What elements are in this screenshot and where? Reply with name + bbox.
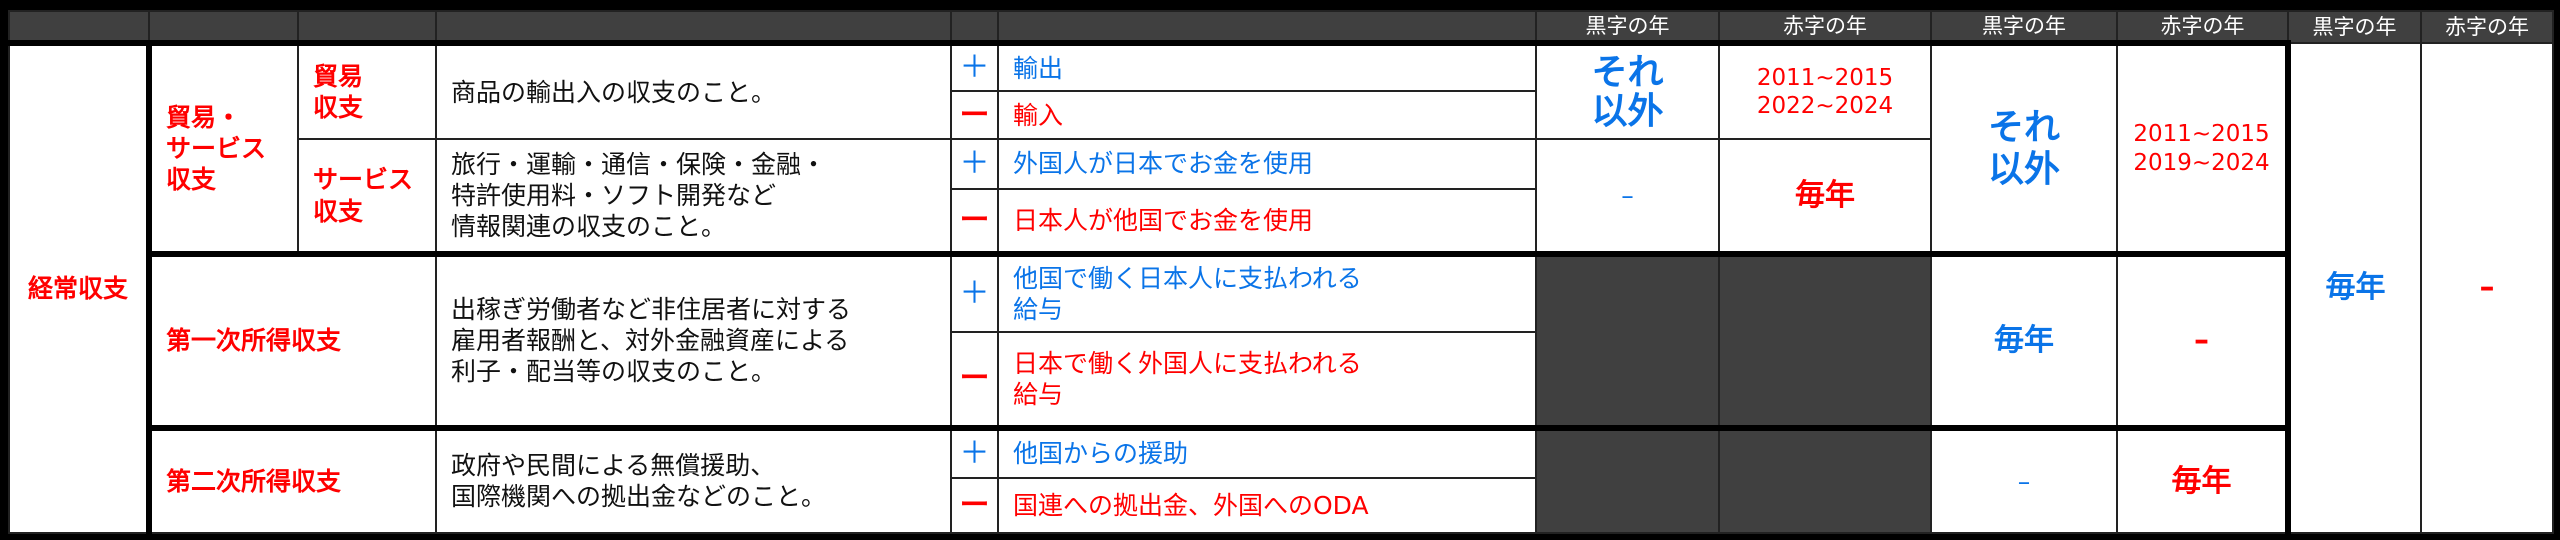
header-row: 黒字の年 赤字の年 黒字の年 赤字の年 黒字の年 赤字の年 [8,9,2554,45]
secondary-plus: 他国からの援助 [997,424,1537,479]
secondary-label: 第二次所得収支 [146,424,437,535]
minus-sign: ー [950,331,999,429]
table-row: ー 日本で働く外国人に支払われる 給与 [9,331,2553,429]
secondary-minus: 国連への拠出金、外国へのODA [997,476,1537,535]
empty-dark-cell [1718,424,1932,535]
secondary-deficit: 毎年 [2116,424,2291,535]
secondary-desc: 政府や民間による無償援助、 国際機関への拠出金などのこと。 [435,424,952,535]
header-deficit-1: 赤字の年 [1718,9,1932,45]
trade-label: 貿易 収支 [297,40,437,141]
primary-surplus: 毎年 [1930,250,2118,429]
empty-dark-cell [1535,424,1720,535]
minus-sign: ー [950,187,999,255]
trade-desc: 商品の輸出入の収支のこと。 [435,40,952,141]
services-deficit: 毎年 [1718,138,1932,255]
primary-label: 第一次所得収支 [146,250,437,429]
plus-sign: ＋ [950,250,999,334]
table-row: ー 国連への拠出金、外国へのODA [9,476,2553,535]
services-plus: 外国人が日本でお金を使用 [997,138,1537,190]
table-row: ー 日本人が他国でお金を使用 [9,187,2553,255]
table-row: サービス 収支 旅行・運輸・通信・保険・金融・ 特許使用料・ソフト開発など 情報… [9,138,2553,255]
total-surplus: 毎年 [2287,42,2422,534]
header-surplus-1: 黒字の年 [1535,9,1720,45]
plus-sign: ＋ [950,424,999,479]
goods-services-label: 貿易・ サービス 収支 [146,40,299,255]
plus-sign: ＋ [950,40,999,93]
empty-dark-cell [1535,250,1720,429]
total-deficit: – [2420,42,2554,534]
empty-dark-cell [1718,250,1932,429]
trade-minus: 輸入 [997,90,1537,141]
services-surplus: – [1535,138,1720,255]
current-account-table: 黒字の年 赤字の年 黒字の年 赤字の年 黒字の年 赤字の年 経常収支 貿易・ サ… [8,9,2554,535]
plus-sign: ＋ [950,138,999,190]
table-row: 第一次所得収支 出稼ぎ労働者など非住居者に対する 雇用者報酬と、対外金融資産によ… [9,250,2553,429]
table-row: ー 輸入 [9,90,2553,141]
services-desc: 旅行・運輸・通信・保険・金融・ 特許使用料・ソフト開発など 情報関連の収支のこと… [435,138,952,255]
minus-sign: ー [950,476,999,535]
header-deficit-2: 赤字の年 [2116,9,2289,45]
secondary-surplus: – [1930,424,2118,535]
gs-surplus: それ 以外 [1930,40,2118,255]
header-deficit-3: 赤字の年 [2420,9,2554,45]
trade-deficit: 2011~2015 2022~2024 [1718,40,1932,141]
primary-minus: 日本で働く外国人に支払われる 給与 [997,331,1537,429]
primary-desc: 出稼ぎ労働者など非住居者に対する 雇用者報酬と、対外金融資産による 利子・配当等… [435,250,952,429]
table-row: 経常収支 貿易・ サービス 収支 貿易 収支 商品の輸出入の収支のこと。 ＋ 輸… [8,40,2554,534]
primary-plus: 他国で働く日本人に支払われる 給与 [997,250,1537,334]
trade-plus: 輸出 [997,40,1537,93]
services-minus: 日本人が他国でお金を使用 [997,187,1537,255]
header-surplus-3: 黒字の年 [2287,9,2422,45]
minus-sign: ー [950,90,999,141]
table-row: 第二次所得収支 政府や民間による無償援助、 国際機関への拠出金などのこと。 ＋ … [9,424,2553,535]
primary-deficit: – [2116,250,2291,429]
services-label: サービス 収支 [297,138,437,255]
gs-deficit: 2011~2015 2019~2024 [2116,40,2291,255]
header-surplus-2: 黒字の年 [1930,9,2118,45]
current-account-label: 経常収支 [8,40,150,534]
trade-surplus: それ 以外 [1535,40,1720,141]
